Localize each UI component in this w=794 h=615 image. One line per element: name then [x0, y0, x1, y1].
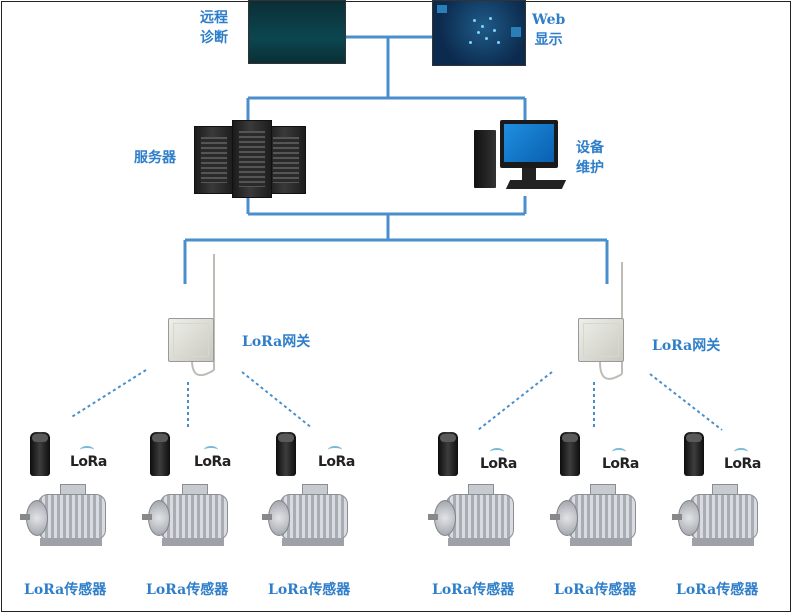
sensor-probe-icon: [684, 432, 704, 476]
ecg-monitor-icon: [248, 0, 346, 64]
electric-motor-icon: [142, 482, 232, 554]
sensor-label-2: LoRa传感器: [146, 582, 229, 598]
electric-motor-icon: [550, 482, 640, 554]
lora-logo-1: LoRa: [70, 446, 107, 470]
wireless-left-3: [241, 371, 313, 429]
remote-diagnosis-label: 远程 诊断: [200, 8, 228, 48]
wired-links: [183, 35, 609, 284]
wireless-right-1: [477, 371, 553, 431]
sensor-label-3: LoRa传感器: [268, 582, 351, 598]
remote-diagnosis-line1: 远程: [200, 10, 228, 26]
web-display-label: Web 显示: [532, 10, 565, 50]
antennas: [191, 254, 623, 380]
device-maintenance-line1: 设备: [576, 140, 604, 156]
sensor-probe-icon: [560, 432, 580, 476]
lora-logo-3: LoRa: [318, 446, 355, 470]
sensor-label-4: LoRa传感器: [432, 582, 515, 598]
wireless-right-3: [649, 373, 723, 431]
cable-left: [191, 359, 215, 377]
device-maintenance-line2: 维护: [576, 160, 604, 176]
wireless-links: [69, 369, 723, 431]
sensor-probe-icon: [438, 432, 458, 476]
sensor-label-5: LoRa传感器: [554, 582, 637, 598]
lora-logo-5: LoRa: [602, 448, 639, 472]
web-display-line2: 显示: [534, 32, 563, 48]
sensor-label-6: LoRa传感器: [676, 582, 759, 598]
remote-diagnosis-line2: 诊断: [200, 30, 228, 46]
lora-logo-6: LoRa: [724, 448, 761, 472]
gateway-label-right: LoRa网关: [652, 338, 721, 354]
electric-motor-icon: [262, 482, 352, 554]
sensor-probe-icon: [276, 432, 296, 476]
sensor-probe-icon: [150, 432, 170, 476]
lora-logo-4: LoRa: [480, 448, 517, 472]
lora-logo-2: LoRa: [194, 446, 231, 470]
electric-motor-icon: [20, 482, 110, 554]
electric-motor-icon: [672, 482, 762, 554]
server-label: 服务器: [134, 150, 176, 166]
cable-right: [599, 361, 623, 380]
electric-motor-icon: [428, 482, 518, 554]
web-dashboard-icon: [432, 0, 526, 66]
gateway-antenna-icon: [578, 318, 624, 362]
device-maintenance-label: 设备 维护: [576, 138, 604, 178]
web-display-line1: Web: [532, 12, 566, 28]
gateway-label-left: LoRa网关: [242, 334, 311, 350]
wireless-left-1: [69, 369, 147, 419]
gateway-antenna-icon: [168, 318, 214, 362]
sensor-label-1: LoRa传感器: [24, 582, 107, 598]
sensor-probe-icon: [30, 432, 50, 476]
